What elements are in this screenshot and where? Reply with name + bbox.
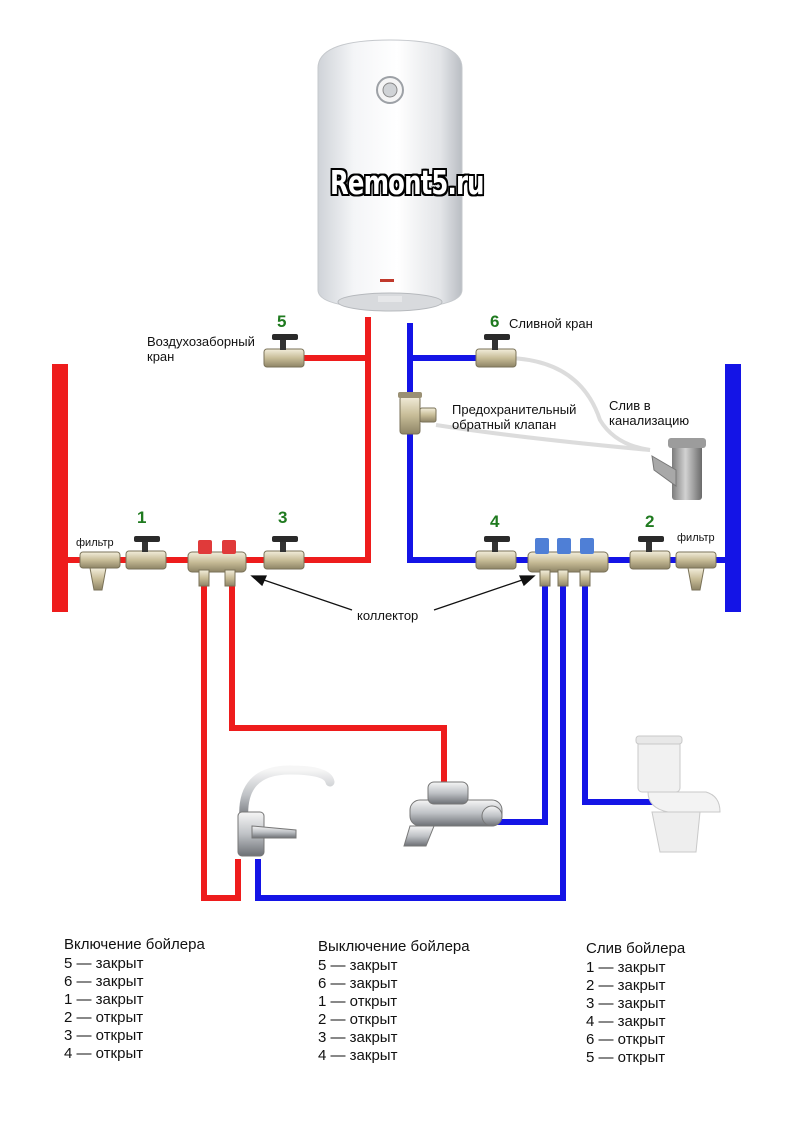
instruction-step: 3 — закрыт: [586, 995, 666, 1012]
toilet-icon: [635, 735, 721, 853]
filter-right-icon: [675, 551, 717, 591]
instructions-steps: 5 — закрыт 6 — закрыт 1 — открыт 2 — отк…: [318, 957, 518, 1065]
filter-right-label: фильтр: [677, 532, 715, 544]
valve-number-2: 2: [645, 512, 655, 531]
instruction-step: 1 — закрыт: [64, 991, 144, 1008]
watermark-text: Remont5.ru: [330, 163, 484, 202]
hot-collector-icon: [187, 540, 247, 587]
instruction-step: 6 — открыт: [586, 1031, 666, 1048]
drain-valve-label: Сливной кран: [509, 316, 593, 331]
instruction-step: 4 — закрыт: [586, 1013, 666, 1030]
instruction-step: 5 — закрыт: [64, 955, 144, 972]
instruction-step: 5 — закрыт: [318, 957, 398, 974]
instructions-title: Включение бойлера: [64, 936, 205, 953]
instructions-title: Выключение бойлера: [318, 938, 470, 955]
instruction-step: 2 — открыт: [64, 1009, 144, 1026]
valve-2-icon: [629, 536, 671, 570]
instructions-steps: 1 — закрыт 2 — закрыт 3 — закрыт 4 — зак…: [586, 959, 786, 1067]
valve-1-icon: [125, 536, 167, 570]
valve-number-6: 6: [490, 312, 500, 331]
valve-number-5: 5: [277, 312, 287, 331]
instructions-steps: 5 — закрыт 6 — закрыт 1 — закрыт 2 — отк…: [64, 955, 264, 1063]
instruction-step: 4 — открыт: [64, 1045, 144, 1062]
safety-valve-label: Предохранительный обратный клапан: [452, 402, 577, 432]
valve-number-4: 4: [490, 512, 500, 531]
instruction-step: 4 — закрыт: [318, 1047, 398, 1064]
cold-collector-icon: [527, 538, 609, 587]
cold-water-pipes: [255, 323, 741, 901]
filter-left-label: фильтр: [76, 537, 114, 549]
instruction-step: 5 — открыт: [586, 1049, 666, 1066]
instruction-step: 1 — закрыт: [586, 959, 666, 976]
instruction-step: 6 — закрыт: [318, 975, 398, 992]
sewer-pipe-icon: [651, 438, 706, 500]
instruction-step: 2 — закрыт: [586, 977, 666, 994]
valve-6-icon: [475, 334, 517, 368]
valve-number-3: 3: [278, 508, 288, 527]
instructions-title: Слив бойлера: [586, 940, 686, 957]
instruction-step: 3 — открыт: [64, 1027, 144, 1044]
valve-5-icon: [263, 334, 305, 368]
instruction-step: 1 — открыт: [318, 993, 398, 1010]
instruction-step: 3 — закрыт: [318, 1029, 398, 1046]
instruction-step: 6 — закрыт: [64, 973, 144, 990]
valve-3-icon: [263, 536, 305, 570]
air-valve-label: Воздухозаборный кран: [147, 334, 255, 364]
instruction-step: 2 — открыт: [318, 1011, 398, 1028]
water-heater-tank: [317, 39, 463, 312]
safety-valve-icon: [398, 392, 437, 435]
bath-mixer-icon: [403, 781, 503, 847]
sewer-drain-label: Слив в канализацию: [609, 398, 690, 428]
kitchen-faucet-icon: [237, 765, 335, 857]
instructions-boiler-drain: Слив бойлера 1 — закрыт 2 — закрыт 3 — з…: [586, 940, 786, 1067]
instructions-boiler-on: Включение бойлера 5 — закрыт 6 — закрыт …: [64, 936, 264, 1063]
collector-label: коллектор: [357, 608, 419, 623]
drain-hoses: [435, 356, 651, 452]
valve-4-icon: [475, 536, 517, 570]
collector-arrows: [250, 575, 536, 611]
filter-left-icon: [79, 551, 121, 591]
instructions-boiler-off: Выключение бойлера 5 — закрыт 6 — закрыт…: [318, 938, 518, 1065]
valve-number-1: 1: [137, 508, 147, 527]
